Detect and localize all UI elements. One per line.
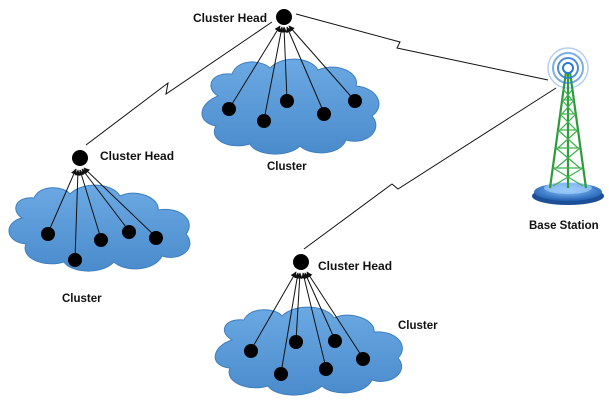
sensor-node bbox=[328, 334, 342, 348]
sensor-node bbox=[94, 233, 108, 247]
sensor-node bbox=[280, 94, 294, 108]
cluster-left: Cluster Head Cluster bbox=[8, 149, 191, 305]
sensor-node bbox=[317, 107, 331, 121]
signal-rings bbox=[547, 47, 589, 89]
link-head-left-to-head-top bbox=[85, 21, 273, 146]
cloud-bottom bbox=[214, 306, 403, 396]
cluster-label-bottom: Cluster bbox=[398, 320, 438, 332]
base-station: Base Station bbox=[529, 47, 604, 232]
sensor-node bbox=[319, 362, 333, 376]
arrows-left bbox=[47, 167, 157, 260]
arrows-bottom bbox=[250, 271, 364, 374]
cloud-left bbox=[8, 184, 191, 272]
cluster-head-node-top bbox=[276, 9, 292, 25]
cluster-head-node-bottom bbox=[293, 254, 309, 270]
tower-icon bbox=[532, 47, 604, 205]
sensor-node bbox=[222, 102, 236, 116]
sensor-node bbox=[348, 94, 362, 108]
sensor-node bbox=[68, 253, 82, 267]
link-head-top-to-base bbox=[295, 13, 549, 81]
sensor-node bbox=[244, 344, 258, 358]
cluster-bottom: Cluster Head Cluster bbox=[214, 254, 438, 396]
cluster-top: Cluster Head Cluster bbox=[193, 9, 380, 173]
sensor-node bbox=[122, 225, 136, 239]
link-head-bottom-to-base bbox=[303, 87, 557, 250]
cluster-head-label-left: Cluster Head bbox=[100, 149, 174, 163]
cluster-head-label-top: Cluster Head bbox=[193, 11, 267, 25]
sensor-node bbox=[356, 352, 370, 366]
cluster-label-top: Cluster bbox=[267, 161, 307, 173]
sensor-node bbox=[257, 114, 271, 128]
arrows-top bbox=[228, 25, 356, 121]
base-station-label: Base Station bbox=[529, 220, 599, 232]
wireless-links bbox=[85, 13, 557, 250]
sensor-node bbox=[289, 335, 303, 349]
sensor-node bbox=[41, 227, 55, 241]
sensor-node bbox=[149, 231, 163, 245]
cluster-head-node-left bbox=[72, 150, 88, 166]
sensor-node bbox=[274, 367, 288, 381]
cluster-head-label-bottom: Cluster Head bbox=[318, 259, 392, 273]
cluster-label-left: Cluster bbox=[62, 293, 102, 305]
